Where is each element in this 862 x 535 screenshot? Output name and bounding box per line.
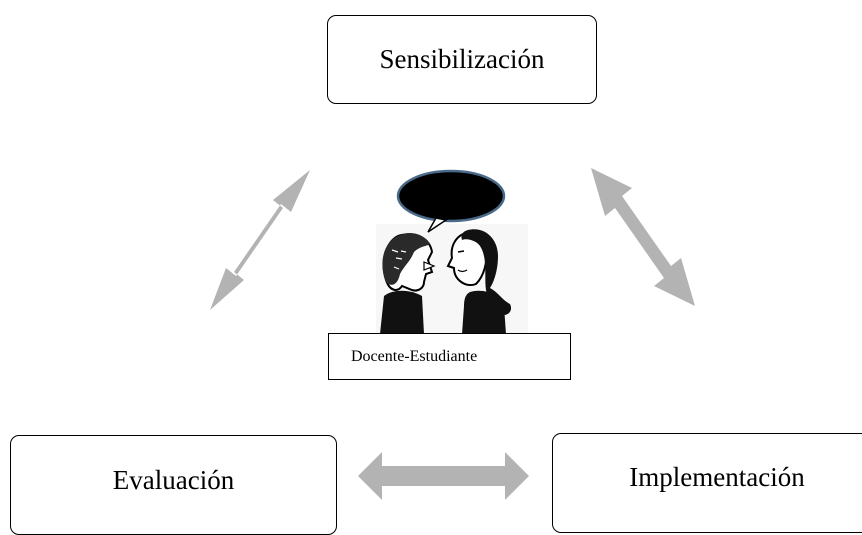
teacher-student-icon bbox=[376, 169, 528, 336]
node-implementacion-label: Implementación bbox=[629, 461, 805, 492]
center-caption-label: Docente-Estudiante bbox=[351, 347, 478, 365]
double-arrow-top-left bbox=[210, 170, 310, 310]
double-arrow-top-right bbox=[591, 168, 695, 306]
cycle-diagram: Sensibilización Evaluación Implementació… bbox=[10, 15, 862, 535]
node-evaluacion-label: Evaluación bbox=[112, 464, 235, 495]
speech-bubble bbox=[396, 169, 506, 223]
arrows-layer bbox=[210, 168, 695, 500]
node-implementacion: Implementación bbox=[552, 433, 862, 533]
node-sensibilizacion-label: Sensibilización bbox=[379, 44, 545, 74]
center-caption: Docente-Estudiante bbox=[328, 333, 571, 380]
node-evaluacion: Evaluación bbox=[10, 435, 337, 535]
double-arrow-bottom bbox=[358, 452, 529, 500]
node-sensibilizacion: Sensibilización bbox=[327, 15, 597, 104]
